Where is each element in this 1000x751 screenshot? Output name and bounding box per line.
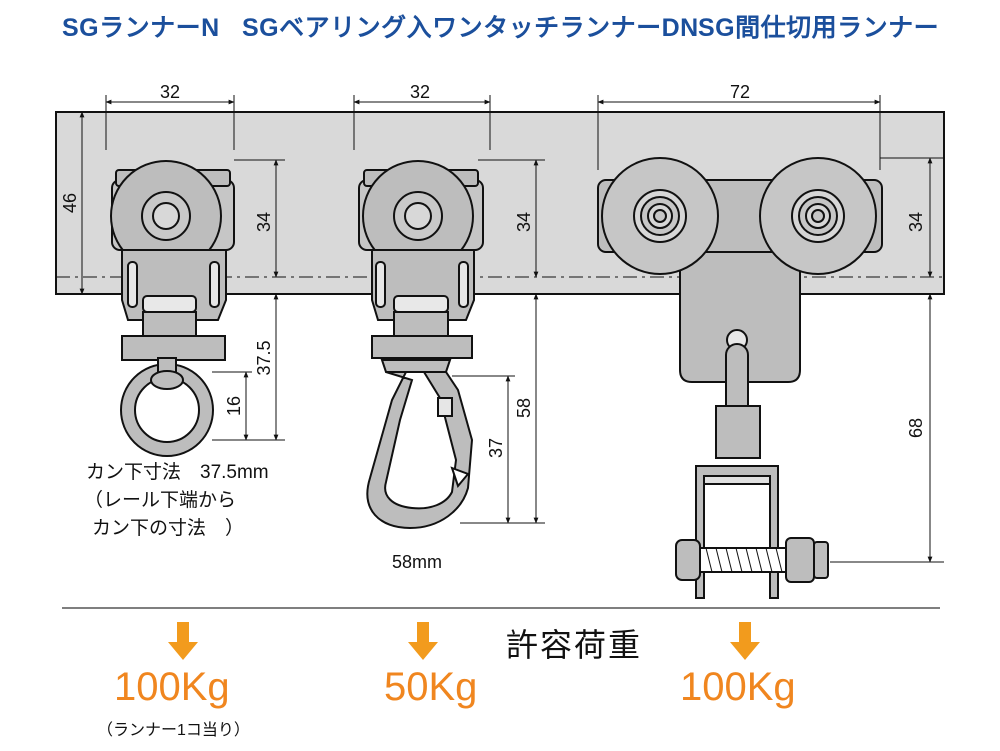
runner-n-dimensions xyxy=(79,95,285,441)
dim-n-runner-height: 34 xyxy=(254,212,274,232)
dim-dn-runner-height: 34 xyxy=(514,212,534,232)
load-value-n: 100Kg xyxy=(114,665,230,709)
caption-n-line1: カン下寸法 37.5mm xyxy=(86,462,269,483)
title-runner-n: SGランナーN xyxy=(62,14,220,42)
load-note: （ランナー1コ当り） xyxy=(97,722,250,739)
title-partition-runner: SG間仕切用ランナー xyxy=(698,14,940,42)
partition-runner-dimensions xyxy=(597,95,944,563)
dim-dn-width: 32 xyxy=(410,82,430,102)
down-arrow-icon xyxy=(730,622,760,660)
dim-dn-hook-drop: 58 xyxy=(514,398,534,418)
title-runner-dn: SGベアリング入ワンタッチランナーDN xyxy=(242,14,699,42)
load-label: 許容荷重 xyxy=(506,627,643,663)
dim-n-rail-height: 46 xyxy=(60,193,80,213)
runner-dn-dimensions xyxy=(353,95,545,524)
down-arrow-icon xyxy=(168,622,198,660)
load-value-dn: 50Kg xyxy=(384,665,478,709)
dim-p-hook-drop: 68 xyxy=(906,418,926,438)
load-value-partition: 100Kg xyxy=(680,665,796,709)
caption-dn: 58mm xyxy=(392,552,443,572)
dim-n-width: 32 xyxy=(160,82,180,102)
caption-n-line3: カン下の寸法 ） xyxy=(92,518,245,539)
partition-runner-drawing xyxy=(597,157,883,599)
dim-n-ring: 16 xyxy=(224,396,244,416)
dim-dn-hook: 37 xyxy=(486,438,506,458)
caption-n-line2: （レール下端から xyxy=(84,490,237,511)
dim-p-width: 72 xyxy=(730,82,750,102)
down-arrow-icon xyxy=(408,622,438,660)
runner-dn-drawing xyxy=(358,160,484,530)
dim-n-hook-drop: 37.5 xyxy=(254,340,274,375)
runner-n-drawing xyxy=(110,160,235,457)
dim-p-runner-height: 34 xyxy=(906,212,926,232)
